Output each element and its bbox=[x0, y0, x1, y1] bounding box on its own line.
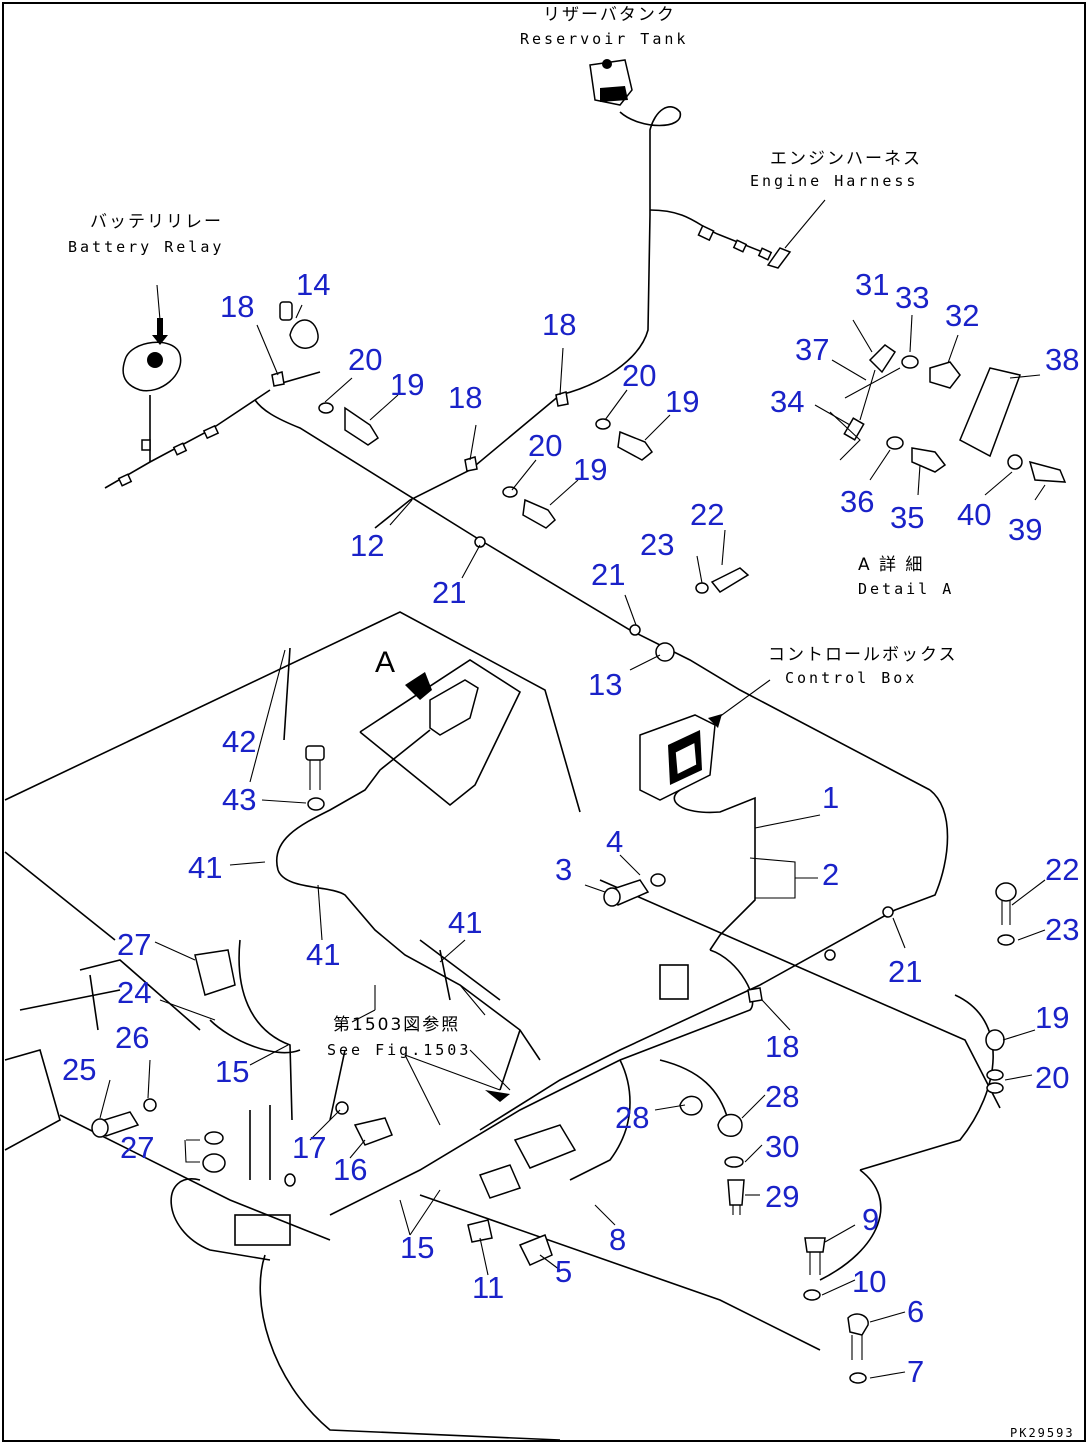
battery-relay-icon bbox=[122, 341, 182, 392]
callout-22-b: 22 bbox=[1045, 852, 1079, 887]
battery-relay-caption-en: Battery Relay bbox=[68, 238, 224, 256]
callout-21-a: 21 bbox=[432, 575, 466, 610]
leader-lines bbox=[99, 199, 1046, 1379]
callout-15-upper: 15 bbox=[215, 1054, 249, 1089]
callout-43: 43 bbox=[222, 782, 256, 817]
callout-41-right: 41 bbox=[448, 905, 482, 940]
reservoir-tank-caption-jp: リザーバタンク bbox=[543, 5, 676, 25]
callout-19-d: 19 bbox=[1035, 1000, 1069, 1035]
control-box-caption-en: Control Box bbox=[785, 669, 917, 687]
callout-16: 16 bbox=[333, 1152, 367, 1187]
callout-25: 25 bbox=[62, 1052, 96, 1087]
callout-18-a: 18 bbox=[220, 289, 254, 324]
view-a-label: A bbox=[375, 646, 395, 679]
callout-21-c: 21 bbox=[888, 954, 922, 989]
see-fig-caption-en: See Fig.1503 bbox=[327, 1041, 471, 1059]
machine-outline bbox=[4, 611, 1001, 1441]
callout-27-lower: 27 bbox=[120, 1130, 154, 1165]
callout-19-c: 19 bbox=[665, 384, 699, 419]
callout-18-b: 18 bbox=[448, 380, 482, 415]
callout-9: 9 bbox=[862, 1202, 879, 1237]
callout-numbers: 1 2 3 4 5 6 7 8 9 10 11 12 13 14 15 15 1… bbox=[62, 267, 1079, 1389]
callout-41-mid: 41 bbox=[306, 937, 340, 972]
callout-4: 4 bbox=[606, 824, 623, 859]
captions: リザーバタンク Reservoir Tank エンジンハーネス Engine H… bbox=[68, 5, 1075, 1440]
callout-35: 35 bbox=[890, 500, 924, 535]
engine-harness-caption-jp: エンジンハーネス bbox=[770, 149, 922, 169]
callout-27-upper: 27 bbox=[117, 927, 151, 962]
callout-24: 24 bbox=[117, 975, 151, 1010]
callout-13: 13 bbox=[588, 667, 622, 702]
drawing-code: PK29593 bbox=[1010, 1426, 1075, 1440]
callout-19-a: 19 bbox=[390, 367, 424, 402]
callout-40: 40 bbox=[957, 497, 991, 532]
callout-21-b: 21 bbox=[591, 557, 625, 592]
detail-a-caption-en: Detail A bbox=[858, 580, 954, 598]
detail-a-caption-jp: A 詳 細 bbox=[858, 555, 924, 575]
callout-23-b: 23 bbox=[1045, 912, 1079, 947]
components bbox=[91, 59, 1067, 1384]
callout-34: 34 bbox=[770, 384, 804, 419]
callout-22-a: 22 bbox=[690, 497, 724, 532]
callout-7: 7 bbox=[907, 1354, 924, 1389]
callout-1: 1 bbox=[822, 780, 839, 815]
control-box-icon bbox=[639, 714, 716, 801]
reservoir-tank-icon bbox=[589, 59, 633, 106]
callout-5: 5 bbox=[555, 1254, 572, 1289]
callout-41-left: 41 bbox=[188, 850, 222, 885]
callout-8: 8 bbox=[609, 1222, 626, 1257]
callout-20-a: 20 bbox=[348, 342, 382, 377]
callout-29: 29 bbox=[765, 1179, 799, 1214]
callout-3: 3 bbox=[555, 852, 572, 887]
callout-15-lower: 15 bbox=[400, 1230, 434, 1265]
callout-42: 42 bbox=[222, 724, 256, 759]
engine-harness-caption-en: Engine Harness bbox=[750, 172, 918, 190]
callout-10: 10 bbox=[852, 1264, 886, 1299]
callout-28-right: 28 bbox=[765, 1079, 799, 1114]
see-fig-caption-jp: 第1503図参照 bbox=[333, 1015, 460, 1035]
callout-28-left: 28 bbox=[615, 1100, 649, 1135]
callout-6: 6 bbox=[907, 1294, 924, 1329]
callout-19-b: 19 bbox=[573, 452, 607, 487]
callout-37: 37 bbox=[795, 332, 829, 367]
reservoir-tank-caption-en: Reservoir Tank bbox=[520, 30, 688, 48]
callout-20-d: 20 bbox=[1035, 1060, 1069, 1095]
callout-17: 17 bbox=[292, 1130, 326, 1165]
callout-26: 26 bbox=[115, 1020, 149, 1055]
callout-36: 36 bbox=[840, 484, 874, 519]
callout-18-c: 18 bbox=[542, 307, 576, 342]
callout-12: 12 bbox=[350, 528, 384, 563]
callout-32: 32 bbox=[945, 298, 979, 333]
callout-11: 11 bbox=[472, 1270, 504, 1305]
control-box-caption-jp: コントロールボックス bbox=[768, 645, 958, 665]
callout-31: 31 bbox=[855, 267, 889, 302]
callout-20-b: 20 bbox=[528, 428, 562, 463]
callout-20-c: 20 bbox=[622, 358, 656, 393]
callout-38: 38 bbox=[1045, 342, 1079, 377]
callout-14: 14 bbox=[296, 267, 330, 302]
battery-relay-caption-jp: バッテリリレー bbox=[90, 212, 223, 232]
callout-18-d: 18 bbox=[765, 1029, 799, 1064]
callout-23-a: 23 bbox=[640, 527, 674, 562]
callout-39: 39 bbox=[1008, 512, 1042, 547]
callout-33: 33 bbox=[895, 280, 929, 315]
callout-30: 30 bbox=[765, 1129, 799, 1164]
callout-2: 2 bbox=[822, 857, 839, 892]
